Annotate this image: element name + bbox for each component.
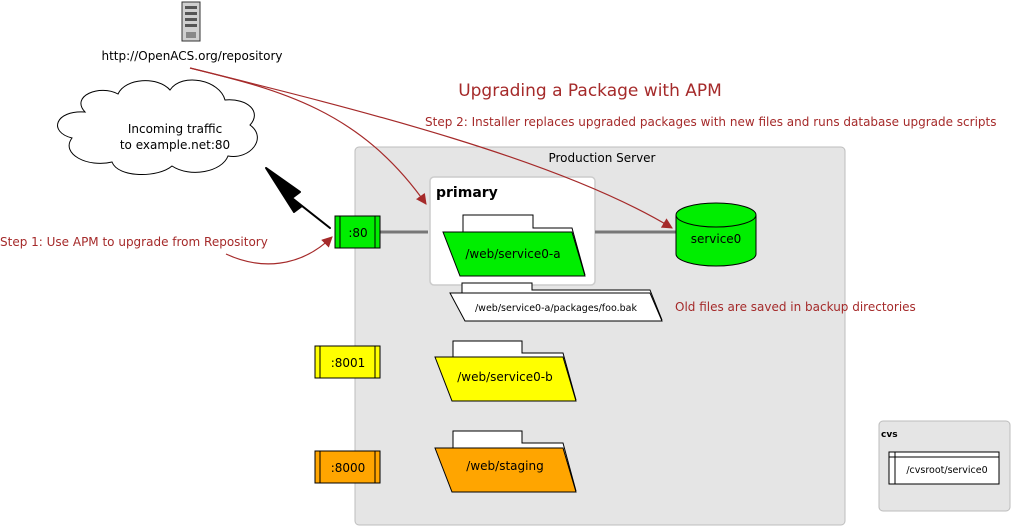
primary-label: primary <box>436 185 498 201</box>
repository-url: http://OpenACS.org/repository <box>101 49 282 63</box>
backup-note: Old files are saved in backup directorie… <box>675 300 916 314</box>
svg-text:/web/service0-a: /web/service0-a <box>465 247 560 261</box>
cloud-text-line2: to example.net:80 <box>120 138 230 152</box>
cloud-text-line1: Incoming traffic <box>128 122 222 136</box>
incoming-traffic-cloud <box>57 79 258 176</box>
svg-text::8001: :8001 <box>331 356 366 370</box>
svg-text::8000: :8000 <box>331 461 366 475</box>
repository-to-database-arrow <box>189 67 673 229</box>
diagram-title: Upgrading a Package with APM <box>458 81 722 101</box>
port-8000: :8000 <box>314 450 381 484</box>
folder-staging: /web/staging <box>434 430 577 493</box>
svg-text::80: :80 <box>348 226 367 240</box>
port-8001: :8001 <box>314 345 381 379</box>
cvs-repository-label: /cvsroot/service0 <box>906 465 987 476</box>
server-tower-icon <box>181 1 201 42</box>
step1-arrow <box>225 236 333 265</box>
production-server-label: Production Server <box>548 151 655 165</box>
database-service0: service0 <box>675 202 757 267</box>
step2-note: Step 2: Installer replaces upgraded pack… <box>425 115 997 129</box>
svg-text:/web/service0-a/packages/foo.b: /web/service0-a/packages/foo.bak <box>475 303 637 314</box>
port-80: :80 <box>334 215 381 249</box>
backup-folder: /web/service0-a/packages/foo.bak <box>449 282 663 322</box>
folder-service0-b: /web/service0-b <box>434 340 577 402</box>
svg-text:service0: service0 <box>691 232 742 246</box>
lightning-bolt-icon <box>265 167 331 229</box>
folder-service0-a: /web/service0-a <box>442 214 586 277</box>
svg-text:/web/staging: /web/staging <box>466 459 543 473</box>
svg-text:/web/service0-b: /web/service0-b <box>457 370 552 384</box>
production-server-panel <box>354 146 846 526</box>
cvs-label: cvs <box>881 430 898 440</box>
step1-note: Step 1: Use APM to upgrade from Reposito… <box>0 235 268 249</box>
